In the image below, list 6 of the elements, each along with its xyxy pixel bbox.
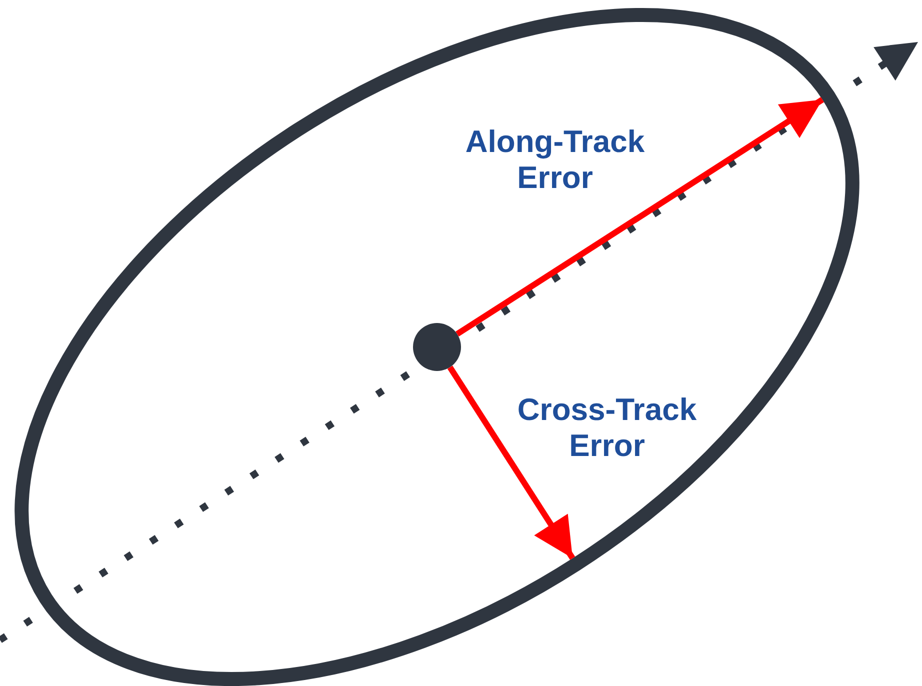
error-ellipse bbox=[15, 8, 859, 686]
edge-label: Cross-Track Error bbox=[516, 392, 698, 464]
error-arrow bbox=[456, 97, 824, 337]
center-dot bbox=[413, 323, 461, 371]
error-arrow bbox=[447, 366, 576, 560]
edge-label: Along-Track Error bbox=[464, 124, 646, 196]
